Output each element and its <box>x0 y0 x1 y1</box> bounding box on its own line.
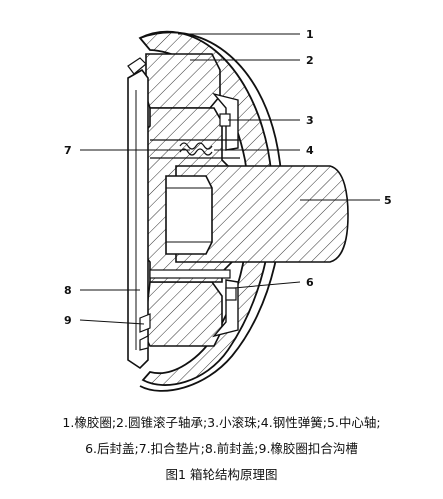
buckle-washer <box>149 269 231 279</box>
bearing-outer-race-bottom <box>143 281 223 347</box>
callout-9: 9 <box>64 314 72 327</box>
central-axle <box>175 165 349 263</box>
callout-2: 2 <box>306 54 314 67</box>
callout-1: 1 <box>306 28 314 41</box>
callout-8: 8 <box>64 284 72 297</box>
top-groove <box>127 57 147 75</box>
callout-4: 4 <box>306 144 314 157</box>
rubber-ring-groove <box>139 313 151 351</box>
front-cover <box>127 68 149 370</box>
leader-9 <box>79 319 145 325</box>
callout-5: 5 <box>384 194 392 207</box>
callout-3: 3 <box>306 114 314 127</box>
legend-line-1: 1.橡胶圈;2.圆锥滚子轴承;3.小滚珠;4.钢性弹簧;5.中心轴; <box>62 415 381 430</box>
legend-line-2: 6.后封盖;7.扣合垫片;8.前封盖;9.橡胶圈扣合沟槽 <box>85 441 358 456</box>
callout-7: 7 <box>64 144 72 157</box>
callout-6: 6 <box>306 276 314 289</box>
wheel-structure-diagram: 1 2 3 4 5 6 7 8 9 <box>64 28 392 392</box>
bearing-outer-race-top <box>145 53 221 109</box>
figure-caption: 图1 箱轮结构原理图 <box>165 467 278 482</box>
leader-6 <box>233 281 301 289</box>
leader-lines <box>79 33 380 325</box>
small-ball-bottom <box>225 287 237 301</box>
